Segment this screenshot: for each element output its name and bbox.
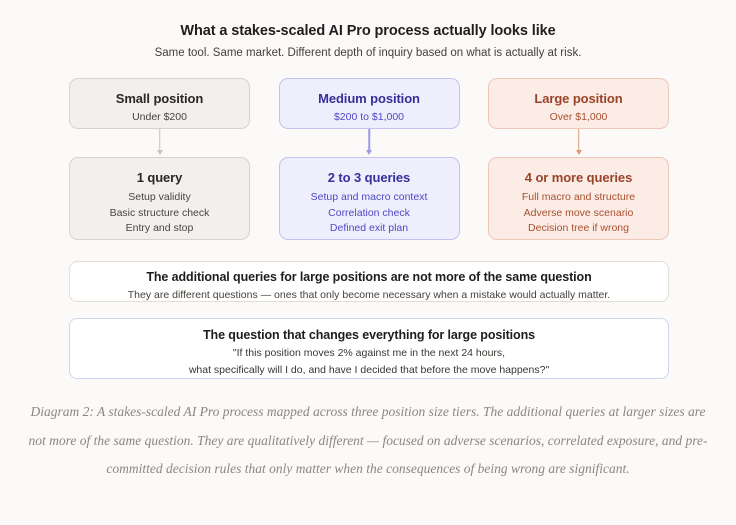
connector-line-icon [158, 129, 161, 151]
note-quote-line-1: "If this position moves 2% against me in… [232, 347, 506, 359]
query-title-small: 1 query [136, 170, 183, 185]
connector-line-icon [368, 129, 370, 151]
list-item: Decision tree if wrong [528, 222, 629, 234]
list-item: Basic structure check [109, 206, 210, 219]
connector-small [69, 129, 250, 157]
arrow-down-icon [366, 150, 372, 155]
connector-medium [279, 129, 460, 157]
page-title: What a stakes-scaled AI Pro process actu… [180, 23, 556, 39]
list-item: Defined exit plan [329, 222, 409, 234]
query-list-small: Setup validity Basic structure check Ent… [78, 190, 241, 237]
list-item: Entry and stop [125, 222, 194, 234]
list-item: Setup validity [128, 191, 191, 203]
note-title: The question that changes everything for… [203, 328, 535, 342]
arrow-down-icon [156, 150, 163, 155]
tier-column-small: Small position Under $200 1 query Setup … [69, 78, 250, 240]
position-title-small: Small position [115, 91, 204, 106]
query-list-large: Full macro and structure Adverse move sc… [497, 190, 660, 237]
query-card-medium: 2 to 3 queries Setup and macro context C… [278, 157, 460, 240]
list-item: Setup and macro context [310, 191, 428, 203]
note-panel-key-question: The question that changes everything for… [69, 318, 669, 379]
position-card-small: Small position Under $200 [69, 78, 250, 129]
query-card-large: 4 or more queries Full macro and structu… [488, 157, 669, 240]
query-list-medium: Setup and macro context Correlation chec… [288, 190, 451, 237]
note-title: The additional queries for large positio… [146, 270, 592, 284]
list-item: Full macro and structure [521, 191, 636, 203]
query-title-medium: 2 to 3 queries [327, 170, 411, 185]
position-range-medium: $200 to $1,000 [333, 111, 405, 123]
diagram-header: What a stakes-scaled AI Pro process actu… [0, 22, 736, 61]
note-quote-line-2: what specifically will I do, and have I … [188, 364, 550, 376]
arrow-down-icon [575, 150, 582, 155]
tier-column-large: Large position Over $1,000 4 or more que… [488, 78, 669, 240]
page-subtitle: Same tool. Same market. Different depth … [154, 47, 582, 59]
query-title-large: 4 or more queries [524, 170, 633, 185]
position-title-large: Large position [534, 91, 623, 106]
tier-columns: Small position Under $200 1 query Setup … [69, 78, 669, 240]
position-range-large: Over $1,000 [549, 111, 608, 123]
position-title-medium: Medium position [318, 91, 420, 106]
list-item: Adverse move scenario [523, 206, 634, 219]
connector-line-icon [577, 129, 580, 151]
connector-large [488, 129, 669, 157]
position-range-small: Under $200 [132, 111, 187, 123]
position-card-medium: Medium position $200 to $1,000 [278, 78, 460, 129]
note-panel-additional-queries: The additional queries for large positio… [69, 261, 669, 302]
note-body: They are different questions — ones that… [127, 289, 611, 301]
diagram-caption: Diagram 2: A stakes-scaled AI Pro proces… [28, 404, 708, 476]
position-card-large: Large position Over $1,000 [488, 78, 669, 129]
list-item: Correlation check [328, 206, 410, 219]
tier-column-medium: Medium position $200 to $1,000 2 to 3 qu… [278, 78, 460, 240]
query-card-small: 1 query Setup validity Basic structure c… [69, 157, 250, 240]
